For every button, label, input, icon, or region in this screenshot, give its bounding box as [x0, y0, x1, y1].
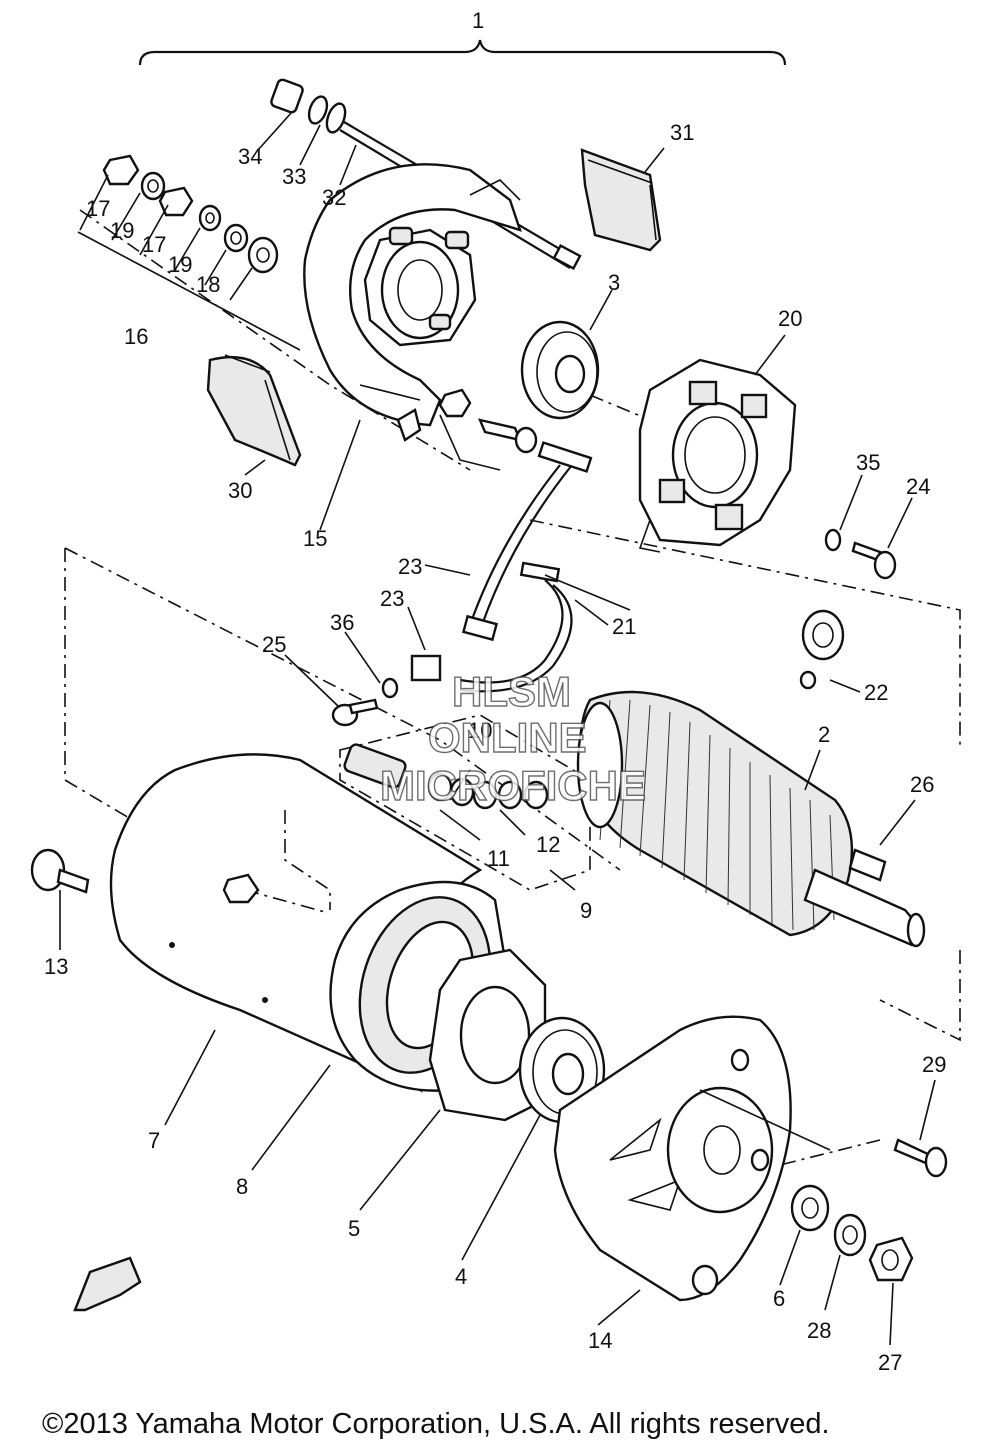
label-32: 32	[322, 185, 346, 210]
label-21: 21	[612, 614, 636, 639]
label-11: 11	[487, 846, 510, 871]
label-24: 24	[906, 474, 930, 499]
bearing-upper	[520, 320, 600, 420]
label-23a: 23	[398, 554, 422, 579]
label-28: 28	[807, 1318, 831, 1343]
label-14: 14	[588, 1328, 612, 1353]
label-7: 7	[148, 1128, 160, 1153]
label-17a: 17	[86, 196, 110, 221]
label-29: 29	[922, 1052, 946, 1077]
lead-wires	[410, 441, 631, 693]
label-22: 22	[864, 680, 888, 705]
label-19a: 19	[110, 218, 134, 243]
label-18: 18	[196, 272, 220, 297]
nut-washer-stack	[77, 154, 301, 351]
front-arrow-icon	[73, 1256, 142, 1312]
label-15: 15	[303, 526, 327, 551]
alignment-lines	[64, 209, 961, 1171]
gasket	[428, 948, 547, 1122]
brush-spring	[799, 609, 845, 690]
shaft-nut-stack	[790, 1184, 914, 1282]
label-4: 4	[455, 1264, 467, 1289]
end-cover	[303, 163, 522, 442]
brush-left	[206, 354, 302, 467]
watermark: HLSM ONLINE MICROFICHE	[379, 667, 646, 809]
label-2: 2	[818, 722, 830, 747]
brush-right	[580, 148, 662, 252]
label-13: 13	[44, 954, 68, 979]
label-8: 8	[236, 1174, 248, 1199]
armature	[576, 690, 926, 948]
label-33: 33	[282, 164, 306, 189]
brush-holder	[638, 358, 797, 553]
cover-bolt	[893, 1138, 948, 1178]
label-31: 31	[670, 120, 694, 145]
part-labels: 1 2 3 4 5 6 7 8 9 10 11 12 13 14 15 16 1…	[44, 8, 946, 1375]
label-10: 10	[468, 718, 492, 743]
leader-lines	[59, 111, 936, 1346]
label-12: 12	[536, 832, 560, 857]
label-3: 3	[608, 270, 620, 295]
front-cover	[553, 1015, 831, 1302]
label-17b: 17	[142, 232, 166, 257]
label-6: 6	[773, 1286, 785, 1311]
label-23b: 23	[380, 586, 404, 611]
assembly-bracket	[138, 39, 787, 66]
label-20: 20	[778, 306, 802, 331]
label-27: 27	[878, 1350, 902, 1375]
copyright-notice: ©2013 Yamaha Motor Corporation, U.S.A. A…	[42, 1408, 830, 1440]
watermark-line-2: ONLINE	[428, 714, 587, 761]
label-25: 25	[262, 632, 286, 657]
cover-screw	[438, 388, 538, 471]
label-26: 26	[910, 772, 934, 797]
label-1: 1	[472, 8, 484, 33]
yoke-screw	[30, 848, 260, 904]
label-36: 36	[330, 610, 354, 635]
label-16: 16	[124, 324, 148, 349]
label-9: 9	[580, 898, 592, 923]
terminal-bolt-set	[339, 714, 591, 891]
label-5: 5	[348, 1216, 360, 1241]
label-19b: 19	[168, 252, 192, 277]
watermark-line-3: MICROFICHE	[380, 762, 646, 809]
holder-screw	[824, 528, 897, 580]
label-34: 34	[238, 144, 262, 169]
watermark-line-1: HLSM	[452, 668, 571, 715]
label-35: 35	[856, 450, 880, 475]
label-30: 30	[228, 478, 252, 503]
small-screws-25-36	[331, 677, 399, 727]
